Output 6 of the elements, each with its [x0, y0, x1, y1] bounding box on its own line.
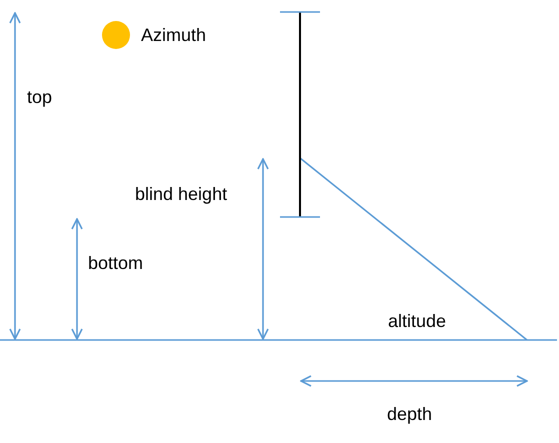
dimension-label: bottom — [88, 254, 144, 272]
dimension-label: top — [27, 88, 52, 106]
dimension-label: depth — [387, 405, 432, 423]
dimension-label: altitude — [388, 312, 446, 330]
dimension-label: blind height — [135, 185, 228, 203]
sun-label: Azimuth — [141, 26, 206, 44]
